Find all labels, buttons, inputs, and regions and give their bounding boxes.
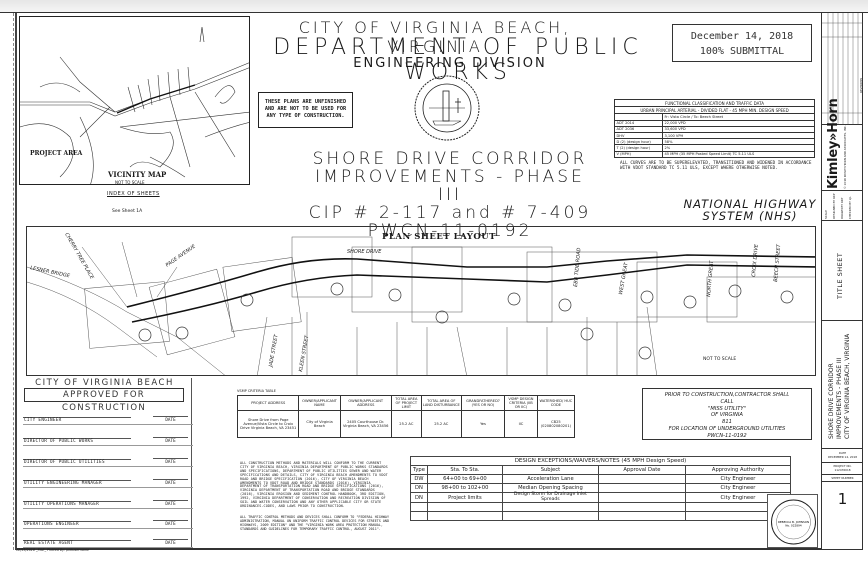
approval-block: CITY OF VIRGINIA BEACH APPROVED FOR CONS… <box>17 378 193 548</box>
sheet-number: 1 <box>837 490 848 508</box>
vicinity-map-scale: NOT TO SCALE <box>115 180 145 185</box>
vicinity-map: PROJECT AREA VICINITY MAP NOT TO SCALE <box>19 16 250 185</box>
vicinity-map-drawing <box>20 26 249 184</box>
svg-text:LESNER BRIDGE: LESNER BRIDGE <box>30 265 72 279</box>
drawing-sheet-border <box>15 13 821 550</box>
table-header-row: Type Sta. To Sta. Subject Approval Date … <box>410 465 792 475</box>
firm-logo-block: Kimley»Horn © 2018 KIMLEY-HORN AND ASSOC… <box>822 99 863 191</box>
designer-block: SCALE DESIGNED BY RKP DRAWN BY RKP CHECK… <box>822 191 863 221</box>
ftable-title: FUNCTIONAL CLASSIFICATION AND TRAFFIC DA… <box>614 98 815 108</box>
svg-text:WEST GREAT: WEST GREAT <box>618 261 630 295</box>
svg-text:KLEEN STREET: KLEEN STREET <box>298 334 310 372</box>
approved-for-construction: APPROVED FOR CONSTRUCTION <box>24 388 184 413</box>
ftable-classification: URBAN PRINCIPAL ARTERIAL - DIVIDED FLAT … <box>614 106 815 115</box>
svg-text:NORTH GREAT: NORTH GREAT <box>706 260 715 297</box>
viewer-top-bar <box>0 0 868 13</box>
submittal-date: December 14, 2018 <box>690 31 794 42</box>
project-area-label: PROJECT AREA <box>30 150 83 157</box>
binding-margin <box>13 13 16 550</box>
svg-text:EBB TIDE ROAD: EBB TIDE ROAD <box>573 247 582 287</box>
miss-utility-notice: PRIOR TO CONSTRUCTION,CONTRACTOR SHALL C… <box>642 388 812 440</box>
svg-text:PAGE AVENUE: PAGE AVENUE <box>165 243 198 269</box>
project-number-block: PROJECT NO. 112476018 <box>822 463 863 475</box>
table-row <box>410 511 792 522</box>
table-row: Shore Drive from Page Avenue/Vista Circl… <box>236 410 576 438</box>
vsmp-table-label: VSMP CRITERIA TABLE <box>237 389 276 393</box>
svg-text:JADE STREET: JADE STREET <box>268 333 280 368</box>
city-seal-icon <box>413 73 481 143</box>
traffic-control-note: ALL TRAFFIC CONTROL METHODS AND DEVICES … <box>240 515 390 531</box>
plan-not-to-scale: NOT TO SCALE <box>703 357 737 362</box>
index-of-sheets-title: INDEX OF SHEETS <box>107 191 160 197</box>
svg-text:SHORE DRIVE: SHORE DRIVE <box>347 249 382 255</box>
kimley-horn-logo: Kimley»Horn <box>826 98 841 189</box>
title-block-strip: REVISIONS Kimley»Horn © 2018 KIMLEY-HORN… <box>821 13 863 550</box>
city-heading: CITY OF VIRGINIA BEACH, VIRGINIA <box>298 18 572 56</box>
plan-sheet-layout: LESNER BRIDGE CHERRY TREE PLACE PAGE AVE… <box>26 226 816 376</box>
project-title-line2: IMPROVEMENTS - PHASE III <box>315 167 585 205</box>
nhs-label: NATIONAL HIGHWAY SYSTEM (NHS) <box>683 197 817 223</box>
submittal-box: December 14, 2018 100% SUBMITTAL <box>672 24 812 62</box>
division-heading: ENGINEERING DIVISION <box>353 56 547 71</box>
sheet-title-block: TITLE SHEET <box>822 221 863 321</box>
department-heading: DEPARTMENT OF PUBLIC WORKS <box>273 35 643 85</box>
project-title-strip: SHORE DRIVE CORRIDOR IMPROVEMENTS - PHAS… <box>822 321 863 449</box>
table-row: V (MPH)45 MPH (35 MPH Posted Speed Limit… <box>614 150 815 158</box>
approval-city: CITY OF VIRGINIA BEACH <box>35 378 174 388</box>
project-title-line1: SHORE DRIVE CORRIDOR <box>312 149 588 169</box>
unfinished-plans-warning: THESE PLANS ARE UNFINISHED AND ARE NOT T… <box>258 92 353 128</box>
svg-text:REBECCA B. JOHNSON: REBECCA B. JOHNSON <box>778 520 809 524</box>
superelevation-note: ALL CURVES ARE TO BE SUPERELEVATED, TRAN… <box>620 161 812 171</box>
revisions-block: REVISIONS <box>822 13 863 125</box>
functional-classification-table: FUNCTIONAL CLASSIFICATION AND TRAFFIC DA… <box>614 98 815 158</box>
sheet-title: TITLE SHEET <box>836 252 844 299</box>
vsmp-criteria-table: PROJECT ADDRESS OWNER/APPLICANT NAME OWN… <box>236 395 576 438</box>
plan-layout-drawing: LESNER BRIDGE CHERRY TREE PLACE PAGE AVE… <box>27 232 815 375</box>
vicinity-map-title: VICINITY MAP <box>108 170 167 179</box>
svg-text:BEECH STREET: BEECH STREET <box>773 243 782 282</box>
dex-title: DESIGN EXCEPTIONS/WAIVERS/NOTES (45 MPH … <box>410 456 791 466</box>
project-cip-line: CIP # 2-117 and # 7-409 <box>308 203 592 223</box>
svg-text:No. 022894: No. 022894 <box>785 524 801 528</box>
index-of-sheets-note: See Sheet 1A <box>112 209 143 214</box>
sheet-number-label: SHEET NUMBER <box>822 475 863 482</box>
plot-footer-note: 12/13/2018 _FILE_ Plotted By: plotuserna… <box>16 548 90 552</box>
date-block: DATE DECEMBER 14, 2018 <box>822 449 863 463</box>
plan-sheet-layout-title: PLAN SHEET LAYOUT <box>382 232 496 242</box>
svg-text:CROIX DRIVE: CROIX DRIVE <box>751 243 760 277</box>
professional-engineer-seal: REBECCA B. JOHNSON No. 022894 <box>767 494 818 548</box>
table-header-row: PROJECT ADDRESS OWNER/APPLICANT NAME OWN… <box>236 395 576 411</box>
table-row <box>410 502 792 513</box>
submittal-status: 100% SUBMITTAL <box>699 46 785 57</box>
construction-note: ALL CONSTRUCTION METHODS AND MATERIALS W… <box>240 461 388 508</box>
design-exceptions-table: DESIGN EXCEPTIONS/WAIVERS/NOTES (45 MPH … <box>410 456 792 522</box>
